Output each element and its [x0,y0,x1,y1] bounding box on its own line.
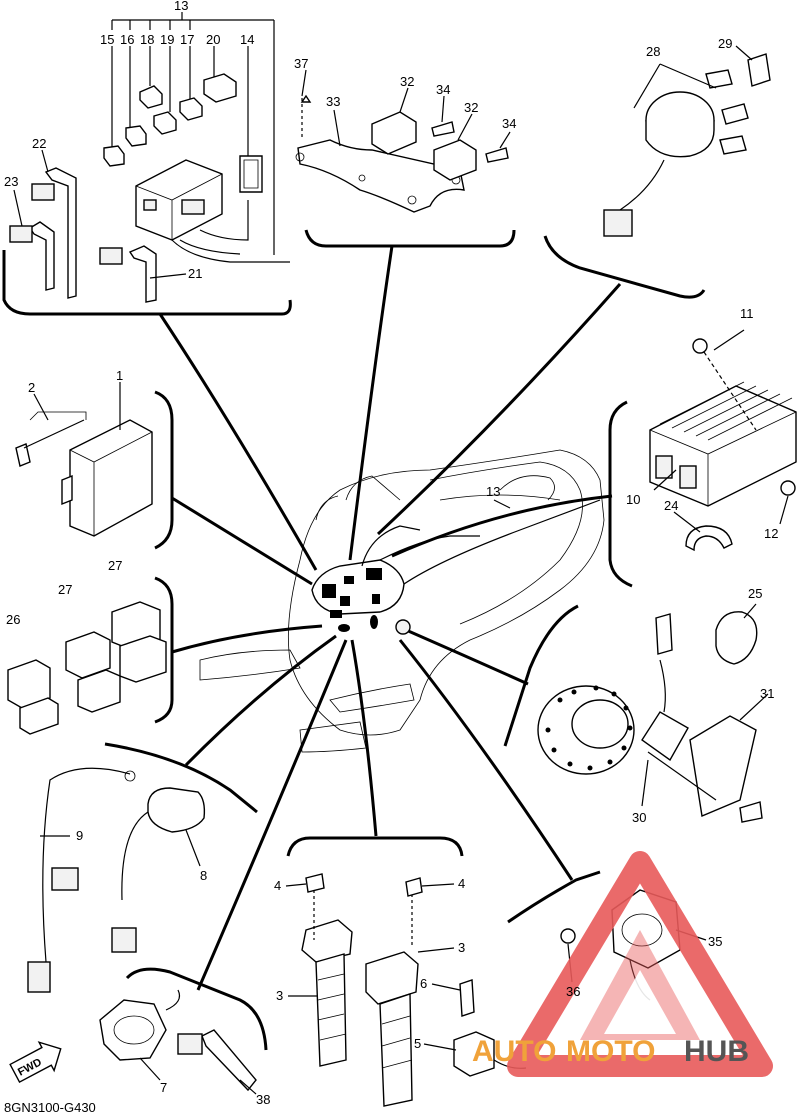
group-frame-bottom-left [125,967,268,1051]
label-22: 22 [32,136,46,151]
clamps-24-25 [685,525,758,665]
label-34b: 34 [502,116,516,131]
group-frame-top-left [2,250,292,316]
group-frame-coils [286,836,464,857]
pickup-coil-30 [537,613,763,823]
label-9: 9 [76,828,83,843]
label-35: 35 [708,934,722,949]
label-6: 6 [420,976,427,991]
label-32: 32 [400,74,414,89]
bands-21-23 [9,167,157,303]
label-34: 34 [436,82,450,97]
group-frame-lean-sensor [507,870,601,924]
label-38: 38 [256,1092,270,1107]
watermark-logo [507,851,773,1077]
group-frame-pickup [503,604,579,747]
group-frame-top-right [543,235,706,299]
bracket-33 [295,94,509,213]
label-13-tree [111,12,275,255]
label-10: 10 [626,492,640,507]
label-3b: 3 [458,940,465,955]
label-24: 24 [664,498,678,513]
fwd-arrow-icon: FWD [9,1041,62,1084]
watermark-triangle-icon [507,851,773,1077]
fuse-box [135,155,290,263]
watermark-text-hub: HUB [684,1035,749,1068]
label-26: 26 [6,612,20,627]
label-18: 18 [140,32,154,47]
watermark-text-auto: AUTO [472,1035,556,1068]
label-28: 28 [646,44,660,59]
band-38 [177,1029,257,1092]
main-switch-28 [603,53,771,237]
group-frame-sensors [104,742,258,814]
label-23: 23 [4,174,18,189]
diagram-code: 8GN3100-G430 [4,1100,96,1114]
sensor-8-9 [27,767,206,993]
label-37: 37 [294,56,308,71]
label-3: 3 [276,988,283,1003]
fuses-15-19 [103,73,237,167]
chassis-frame [199,449,605,753]
rectifier-10 [649,329,797,507]
relays-26-27 [7,601,167,735]
label-1: 1 [116,368,123,383]
label-7: 7 [160,1080,167,1095]
label-36: 36 [566,984,580,999]
label-30: 30 [632,810,646,825]
label-20: 20 [206,32,220,47]
label-21: 21 [188,266,202,281]
sensor-7 [99,989,181,1061]
label-4: 4 [274,878,281,893]
label-11: 11 [740,306,754,321]
ecu-1 [15,411,153,537]
label-8: 8 [200,868,207,883]
label-19: 19 [160,32,174,47]
label-27b: 27 [58,582,72,597]
ignition-coils-3 [301,873,423,1107]
label-4b: 4 [458,876,465,891]
sensor-5-6 [453,979,527,1077]
label-15: 15 [100,32,114,47]
label-14: 14 [240,32,254,47]
label-32b: 32 [464,100,478,115]
label-29: 29 [718,36,732,51]
label-31: 31 [760,686,774,701]
frame-leaders [158,245,622,991]
label-leaders [13,45,789,1095]
label-25: 25 [748,586,762,601]
part-labels: 13 15 16 18 19 17 20 14 22 23 21 37 33 3… [4,0,778,1107]
label-13b: 13 [486,484,500,499]
group-frame-ecu [154,390,174,550]
label-17: 17 [180,32,194,47]
watermark-text-moto: MOTO [566,1035,655,1068]
label-12: 12 [764,526,778,541]
label-13: 13 [174,0,188,13]
label-5: 5 [414,1036,421,1051]
label-2: 2 [28,380,35,395]
label-33: 33 [326,94,340,109]
label-16: 16 [120,32,134,47]
group-frame-top-mid [304,229,516,248]
label-27: 27 [108,558,122,573]
